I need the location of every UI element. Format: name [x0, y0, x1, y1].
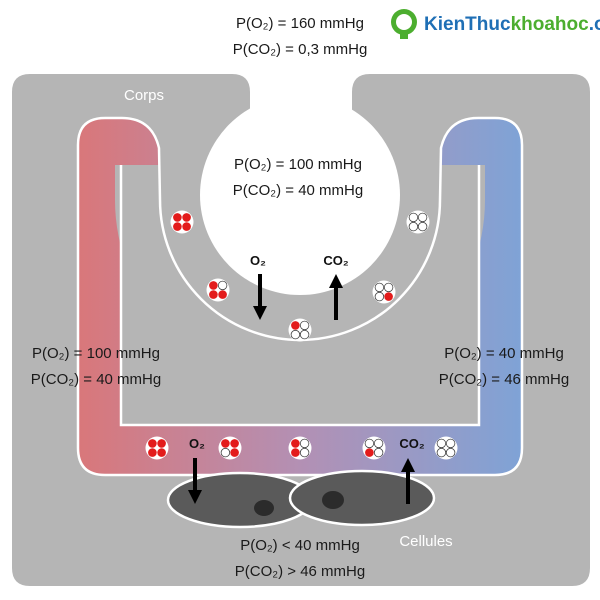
lightbulb-icon — [391, 9, 417, 39]
tissue-cell-right — [288, 469, 436, 527]
gas-label-lung-co2: CO₂ — [323, 253, 349, 268]
watermark-brand-a: KienThuc — [424, 14, 511, 35]
watermark-brand-c: .org — [589, 14, 600, 35]
hemoglobin-lung-4 — [372, 280, 396, 304]
hemoglobin-lung-3 — [288, 318, 312, 342]
arterial-po2-label: P(O₂) = 100 mmHg — [32, 345, 160, 362]
air-pco2-label: P(CO₂) = 0,3 mmHg — [233, 41, 368, 58]
body-label: Corps — [124, 87, 164, 104]
airway — [250, 60, 352, 200]
cell-nucleus-right — [322, 491, 344, 509]
arrow-o2-into-blood — [253, 274, 267, 320]
hemoglobin-tissue-1 — [145, 436, 169, 460]
hemoglobin-tissue-4 — [362, 436, 386, 460]
gas-label-tissue-o2: O₂ — [189, 436, 205, 451]
hemoglobin-tissue-3 — [288, 436, 312, 460]
alveolus-po2-label: P(O₂) = 100 mmHg — [234, 156, 362, 173]
venous-pco2-label: P(CO₂) = 46 mmHg — [439, 371, 569, 388]
gas-label-tissue-co2: CO₂ — [399, 436, 425, 451]
watermark: KienThuckhoahoc.org — [391, 9, 600, 39]
hemoglobin-lung-1 — [170, 210, 194, 234]
hemoglobin-tissue-5 — [434, 436, 458, 460]
cells-po2-label: P(O₂) < 40 mmHg — [240, 537, 360, 554]
cells-pco2-label: P(CO₂) > 46 mmHg — [235, 563, 365, 580]
arrow-o2-into-cell — [188, 458, 202, 504]
vessel-outline — [76, 116, 524, 477]
venous-po2-label: P(O₂) = 40 mmHg — [444, 345, 564, 362]
cells-label: Cellules — [399, 533, 452, 550]
hemoglobin-lung-2 — [206, 278, 230, 302]
arterial-pco2-label: P(CO₂) = 40 mmHg — [31, 371, 161, 388]
arrow-co2-into-alveolus — [329, 274, 343, 320]
hemoglobin-lung-5 — [406, 210, 430, 234]
air-po2-label: P(O₂) = 160 mmHg — [236, 15, 364, 32]
alveolus-pco2-label: P(CO₂) = 40 mmHg — [233, 182, 363, 199]
vessel-inner — [121, 165, 479, 425]
vessel-inner-outline — [119, 165, 481, 427]
hemoglobin-tissue-2 — [218, 436, 242, 460]
watermark-text: KienThuckhoahoc.org — [424, 14, 600, 35]
arrow-co2-out-of-cell — [401, 458, 415, 504]
watermark-brand-b: khoahoc — [511, 14, 590, 35]
cell-nucleus-left — [254, 500, 274, 516]
gas-label-lung-o2: O₂ — [250, 253, 266, 268]
